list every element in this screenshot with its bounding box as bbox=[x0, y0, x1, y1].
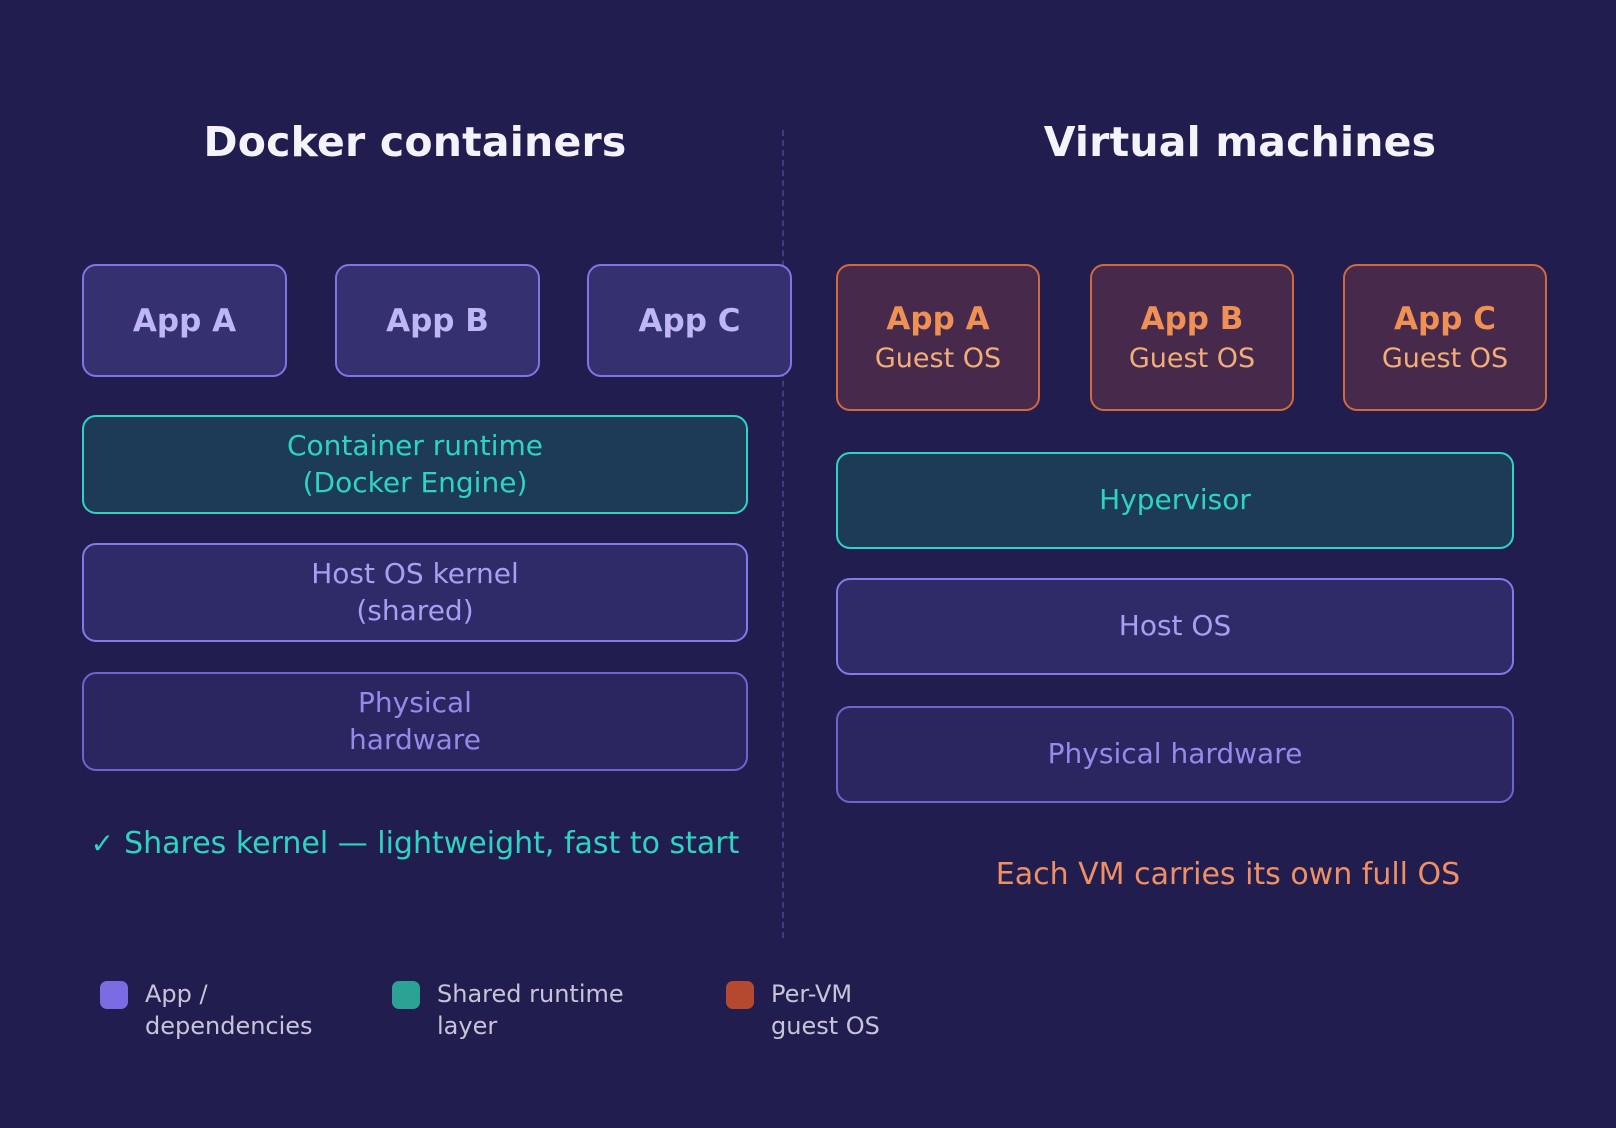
check-icon: ✓ bbox=[90, 827, 115, 860]
vm-app-b-box: App B Guest OS bbox=[1090, 264, 1294, 411]
left-physical-hardware-line1: Physical bbox=[358, 685, 472, 719]
vm-app-a-box: App A Guest OS bbox=[836, 264, 1040, 411]
left-physical-hardware-line2: hardware bbox=[349, 722, 481, 756]
container-runtime-line1: Container runtime bbox=[287, 428, 543, 462]
shared-runtime-label: Shared runtime layer bbox=[437, 980, 624, 1041]
vm-app-c-box: App C Guest OS bbox=[1343, 264, 1547, 411]
hypervisor-box: Hypervisor bbox=[836, 452, 1514, 549]
legend-item-app-dependencies: App / dependencies bbox=[100, 978, 335, 1043]
vm-app-b-label: App B bbox=[1140, 301, 1244, 337]
docker-app-b-box: App B bbox=[335, 264, 540, 377]
container-runtime-line2: (Docker Engine) bbox=[302, 465, 528, 499]
vm-app-a-label: App A bbox=[886, 301, 990, 337]
vm-app-b-guest-os: Guest OS bbox=[1128, 343, 1256, 374]
legend-item-per-vm-guest-os: Per-VM guest OS bbox=[726, 978, 901, 1043]
host-os-kernel-line2: (shared) bbox=[356, 593, 474, 627]
vm-app-c-label: App C bbox=[1394, 301, 1496, 337]
host-os-kernel-line1: Host OS kernel bbox=[311, 556, 519, 590]
docker-app-c-box: App C bbox=[587, 264, 792, 377]
container-runtime-box: Container runtime (Docker Engine) bbox=[82, 415, 748, 514]
left-physical-hardware-box: Physical hardware bbox=[82, 672, 748, 771]
docker-note: ✓ Shares kernel — lightweight, fast to st… bbox=[90, 822, 740, 866]
legend-item-shared-runtime: Shared runtime layer bbox=[392, 978, 642, 1043]
docker-note-text: Shares kernel — lightweight, fast to sta… bbox=[124, 826, 740, 861]
host-os-label: Host OS bbox=[1118, 609, 1232, 643]
docker-app-a-label: App A bbox=[132, 302, 237, 339]
host-os-box: Host OS bbox=[836, 578, 1514, 675]
left-column-title: Docker containers bbox=[203, 118, 627, 166]
right-physical-hardware-box: Physical hardware bbox=[836, 706, 1514, 803]
right-physical-hardware-label: Physical hardware bbox=[1047, 737, 1303, 771]
column-divider bbox=[782, 130, 784, 938]
app-dependencies-swatch bbox=[100, 981, 128, 1009]
docker-app-b-label: App B bbox=[386, 302, 489, 339]
docker-app-c-label: App C bbox=[638, 302, 741, 339]
app-dependencies-label: App / dependencies bbox=[145, 980, 313, 1041]
hypervisor-label: Hypervisor bbox=[1099, 483, 1251, 517]
docker-app-a-box: App A bbox=[82, 264, 287, 377]
per-vm-guest-os-label: Per-VM guest OS bbox=[771, 980, 880, 1041]
host-os-kernel-box: Host OS kernel (shared) bbox=[82, 543, 748, 642]
vm-note: Each VM carries its own full OS bbox=[995, 857, 1461, 892]
vm-app-a-guest-os: Guest OS bbox=[874, 343, 1002, 374]
vm-app-c-guest-os: Guest OS bbox=[1381, 343, 1509, 374]
shared-runtime-swatch bbox=[392, 981, 420, 1009]
per-vm-guest-os-swatch bbox=[726, 981, 754, 1009]
right-column-title: Virtual machines bbox=[1043, 118, 1437, 166]
